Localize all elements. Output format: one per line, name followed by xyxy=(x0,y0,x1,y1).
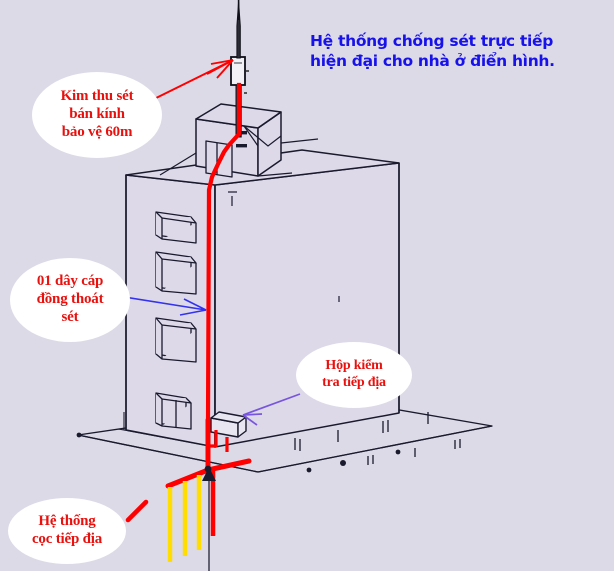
earth-test-box[interactable] xyxy=(210,411,247,438)
building-surface-marks xyxy=(228,191,340,302)
roof-detail-lines xyxy=(159,138,319,177)
callout-lightning-rod-text: Kim thu sét bán kính bảo vệ 60m xyxy=(32,88,162,141)
window-4 xyxy=(155,392,192,430)
callout-copper-cable-line-2: đồng thoát xyxy=(36,291,104,308)
pointer-ground-rods xyxy=(125,499,149,523)
ground-ring-conductor xyxy=(165,417,252,489)
callout-test-box-text: Hộp kiểm tra tiếp địa xyxy=(296,358,412,391)
callout-ground-rods-line-2: cọc tiếp địa xyxy=(31,531,103,547)
callout-lightning-rod-line-3: bảo vệ 60m xyxy=(61,123,133,140)
down-conductor xyxy=(205,82,242,423)
ground-dimension-ticks xyxy=(294,412,461,465)
callout-ground-rods-line-1: Hệ thống xyxy=(38,513,96,530)
callout-ground-rods-text: Hệ thống cọc tiếp địa xyxy=(8,513,126,548)
window-2 xyxy=(155,251,197,295)
callout-ground-rods: Hệ thống cọc tiếp địa xyxy=(8,498,126,564)
pointer-lightning-rod xyxy=(149,59,234,102)
page-title-line-2: hiện đại cho nhà ở điển hình. xyxy=(310,52,555,71)
window-1 xyxy=(155,211,197,244)
page-title: Hệ thống chống sét trực tiếp hiện đại ch… xyxy=(310,31,600,72)
callout-lightning-rod: Kim thu sét bán kính bảo vệ 60m xyxy=(32,72,162,158)
callout-test-box-line-2: tra tiếp địa xyxy=(322,375,386,390)
mast-marks xyxy=(244,70,249,94)
window-3 xyxy=(155,317,197,363)
callout-test-box-line-1: Hộp kiểm xyxy=(325,358,383,374)
ground-reference-marker xyxy=(202,465,216,571)
callout-copper-cable: 01 dây cáp đồng thoát sét xyxy=(10,258,130,342)
callout-test-box: Hộp kiểm tra tiếp địa xyxy=(296,342,412,408)
penthouse-roof-lines xyxy=(243,125,282,147)
callout-lightning-rod-line-2: bán kính xyxy=(69,106,125,123)
test-box-wiring xyxy=(208,430,229,452)
pointer-copper-cable xyxy=(117,295,207,316)
callout-copper-cable-line-3: sét xyxy=(61,308,79,325)
pointer-test-box xyxy=(242,393,301,426)
callout-copper-cable-line-1: 01 dây cáp xyxy=(36,273,104,290)
air-terminal-needle xyxy=(236,0,241,59)
callout-copper-cable-text: 01 dây cáp đồng thoát sét xyxy=(10,273,130,326)
page-title-line-1: Hệ thống chống sét trực tiếp xyxy=(310,32,554,50)
callout-lightning-rod-line-1: Kim thu sét xyxy=(60,88,134,105)
